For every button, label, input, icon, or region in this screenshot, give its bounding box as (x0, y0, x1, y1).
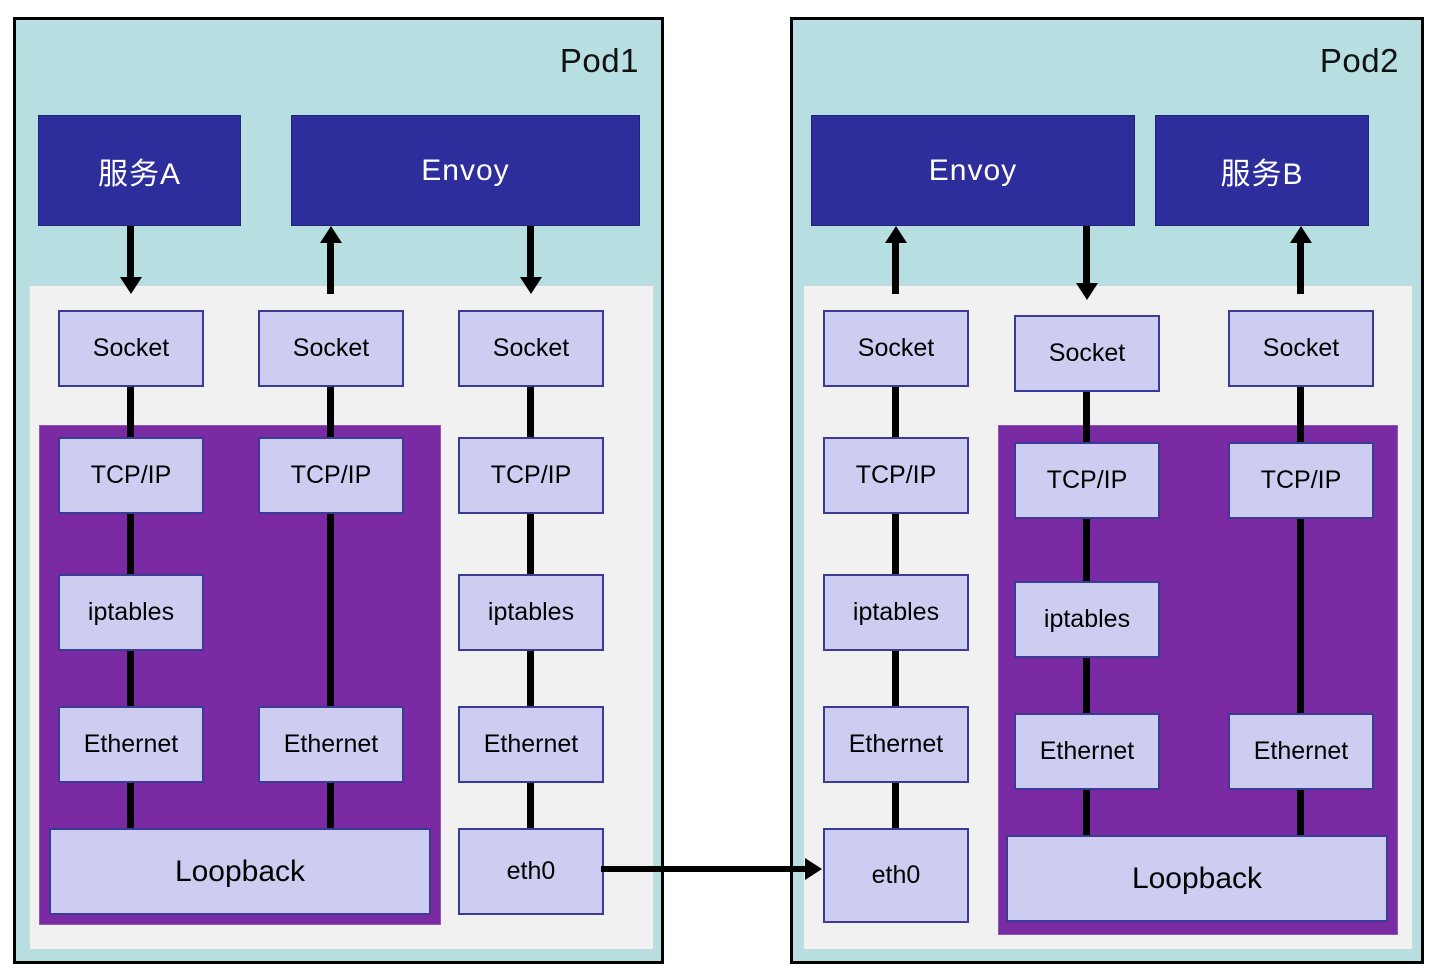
pod-2-col-3-link-ethernet-loopback (1297, 790, 1304, 835)
pod-2-col-2-link-socket-tcpip (1083, 392, 1090, 442)
pod-2-col-2-link-ethernet-loopback (1083, 790, 1090, 835)
pod-2-col-1-link-socket-tcpip (892, 387, 899, 437)
pod-1-col-1-tcpip[interactable]: TCP/IP (58, 437, 204, 514)
pod-1-col-1-link-socket-tcpip (127, 387, 134, 437)
pod-1-eth0-box[interactable]: eth0 (458, 828, 604, 915)
pod-1-col-1-link-iptables-ethernet (127, 651, 134, 706)
pod-2-col-2-link-tcpip-iptables (1083, 519, 1090, 581)
pod-2-col-2-iptables[interactable]: iptables (1014, 581, 1160, 658)
pod-2-col-3-link-tcpip-ethernet (1297, 519, 1304, 713)
pod-1-col-1-link-tcpip-iptables (127, 514, 134, 574)
pod-2-col-1-ethernet[interactable]: Ethernet (823, 706, 969, 783)
pod-2-eth0-box[interactable]: eth0 (823, 828, 969, 923)
pod-1-arrow-service-a-to-socket (127, 226, 134, 278)
pod-1-col-1-ethernet[interactable]: Ethernet (58, 706, 204, 783)
pod-1-col-2-link-socket-tcpip (327, 387, 334, 437)
pod-1-col-3-link-tcpip-iptables (527, 514, 534, 574)
pod-1-col-3-link-socket-tcpip (527, 387, 534, 437)
pod-2-col-3-socket[interactable]: Socket (1228, 310, 1374, 387)
pod-1-col-2-link-tcpip-ethernet (327, 514, 334, 706)
pod-2-col-3-tcpip[interactable]: TCP/IP (1228, 442, 1374, 519)
pod-1-col-2-socket[interactable]: Socket (258, 310, 404, 387)
pod-1-col-3-ethernet[interactable]: Ethernet (458, 706, 604, 783)
app-box-service-b[interactable]: 服务B (1155, 115, 1369, 226)
pod-2-title: Pod2 (1319, 42, 1399, 79)
pod-1-col-3-tcpip[interactable]: TCP/IP (458, 437, 604, 514)
pod-2-col-1-tcpip[interactable]: TCP/IP (823, 437, 969, 514)
pod-2-col-2-tcpip[interactable]: TCP/IP (1014, 442, 1160, 519)
pod-1-arrow-envoy-to-socket (527, 226, 534, 278)
app-box-service-a[interactable]: 服务A (38, 115, 241, 226)
pod-2-arrow-socket-to-service-b (1297, 242, 1304, 294)
pod-1-col-2-ethernet[interactable]: Ethernet (258, 706, 404, 783)
pod-1-col-3-socket[interactable]: Socket (458, 310, 604, 387)
pod-2-col-1-link-ethernet-eth0 (892, 783, 899, 828)
pod-1-col-2-tcpip[interactable]: TCP/IP (258, 437, 404, 514)
pod-2-container: Pod2 Envoy 服务B Socket TCP/IP iptables Et… (790, 17, 1424, 964)
pod-2-col-3-link-socket-tcpip (1297, 387, 1304, 442)
inter-pod-eth0-link-arrow (601, 866, 806, 872)
pod-1-title: Pod1 (559, 42, 639, 79)
pod-1-col-3-iptables[interactable]: iptables (458, 574, 604, 651)
pod-2-arrow-socket-to-envoy (892, 242, 899, 294)
pod-1-col-2-link-ethernet-loopback (327, 783, 334, 828)
pod-1-col-3-link-ethernet-eth0 (527, 783, 534, 828)
pod-2-col-3-ethernet[interactable]: Ethernet (1228, 713, 1374, 790)
pod-1-loopback-box[interactable]: Loopback (49, 828, 431, 915)
pod-2-col-1-link-tcpip-iptables (892, 514, 899, 574)
pod-2-col-1-iptables[interactable]: iptables (823, 574, 969, 651)
app-box-envoy-2[interactable]: Envoy (811, 115, 1135, 226)
pod-1-container: Pod1 服务A Envoy Socket TCP/IP iptables Et… (13, 17, 664, 964)
pod-1-col-3-link-iptables-ethernet (527, 651, 534, 706)
pod-2-col-2-socket[interactable]: Socket (1014, 315, 1160, 392)
pod-2-loopback-box[interactable]: Loopback (1006, 835, 1388, 922)
pod-1-col-1-socket[interactable]: Socket (58, 310, 204, 387)
pod-1-col-1-link-ethernet-loopback (127, 783, 134, 828)
pod-2-col-1-socket[interactable]: Socket (823, 310, 969, 387)
pod-2-col-2-link-iptables-ethernet (1083, 658, 1090, 713)
pod-1-arrow-socket-to-envoy (327, 242, 334, 294)
pod-2-arrow-envoy-to-socket (1083, 226, 1090, 284)
pod-2-col-2-ethernet[interactable]: Ethernet (1014, 713, 1160, 790)
app-box-envoy[interactable]: Envoy (291, 115, 640, 226)
pod-1-col-1-iptables[interactable]: iptables (58, 574, 204, 651)
pod-2-col-1-link-iptables-ethernet (892, 651, 899, 706)
